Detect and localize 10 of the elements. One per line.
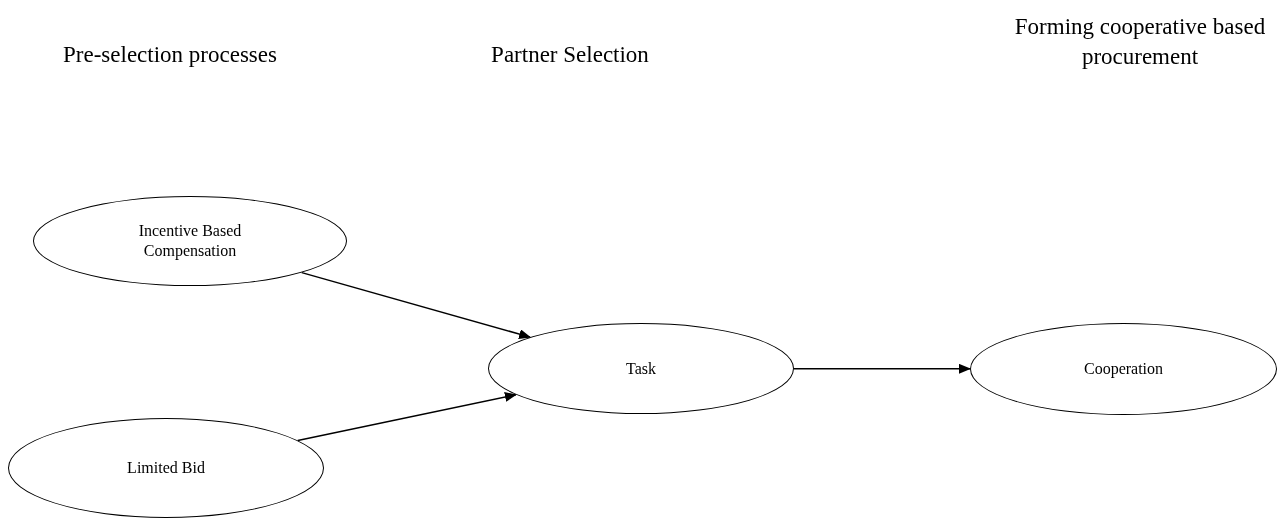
- column-heading: Forming cooperative based procurement: [1013, 13, 1267, 71]
- node-label: Incentive Based Compensation: [138, 222, 242, 259]
- arrow: [793, 363, 971, 374]
- column-heading: Partner Selection: [490, 41, 650, 69]
- arrow: [301, 271, 532, 339]
- node-label: Task: [626, 359, 656, 377]
- node-label: Limited Bid: [127, 459, 205, 476]
- node-label: Cooperation: [1083, 360, 1164, 377]
- column-heading: Pre-selection processes: [62, 41, 278, 69]
- arrow: [297, 392, 517, 442]
